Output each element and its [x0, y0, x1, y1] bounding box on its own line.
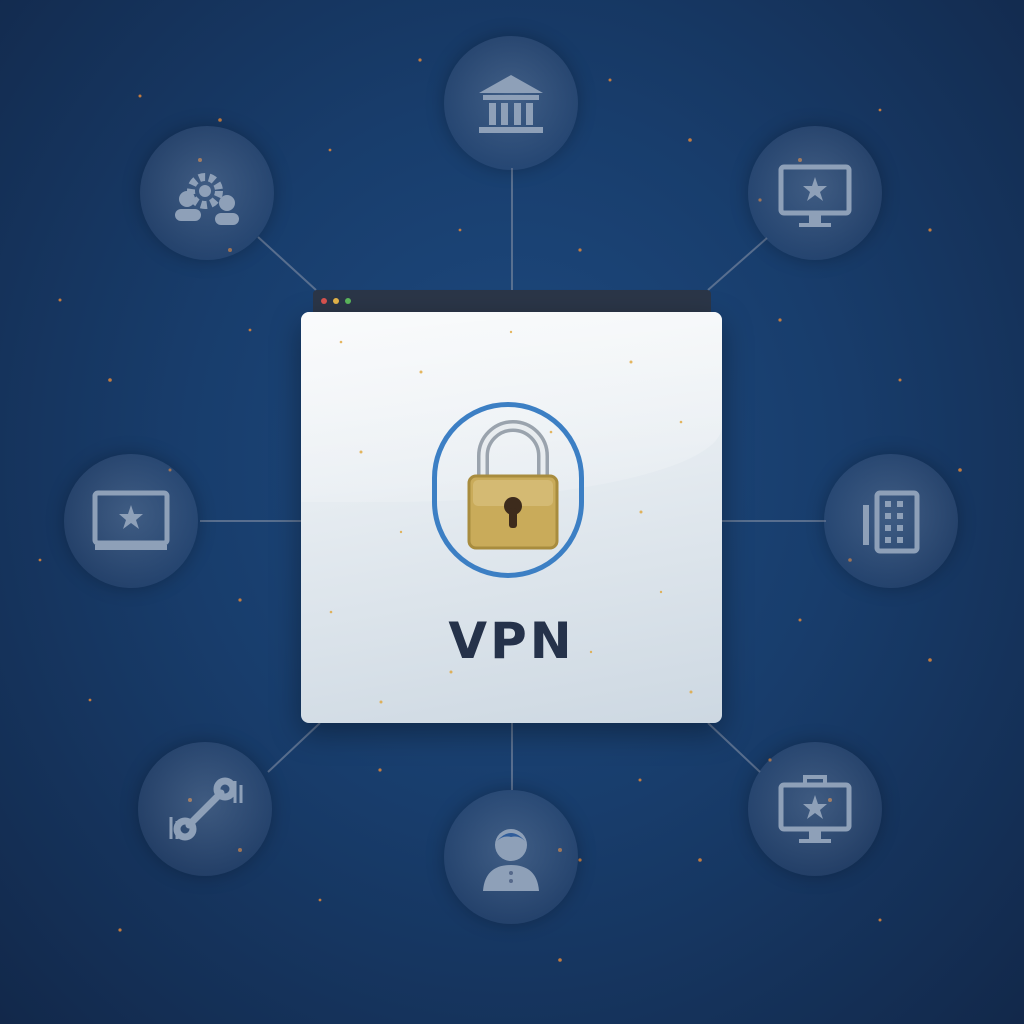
bank-node[interactable]: [444, 36, 578, 170]
padlock-icon: [467, 420, 559, 550]
bank-icon: [479, 75, 543, 133]
server-building-icon: [863, 490, 920, 554]
monitor-star-icon: [778, 164, 852, 227]
wrench-icon: [169, 777, 243, 841]
user-node[interactable]: [444, 790, 578, 924]
minimize-dot-icon[interactable]: [333, 298, 339, 304]
connector-line: [707, 237, 768, 291]
vpn-window: VPN: [301, 312, 722, 723]
monitor-top-right-node[interactable]: [748, 126, 882, 260]
connector-line: [707, 722, 761, 773]
monitor-left-node[interactable]: [64, 454, 198, 588]
monitor-star-icon: [92, 490, 170, 550]
window-titlebar: [313, 290, 711, 312]
user-icon: [483, 829, 539, 891]
vpn-logo-text: VPN: [448, 612, 575, 670]
wrench-node[interactable]: [138, 742, 272, 876]
connector-line: [257, 236, 317, 291]
connector-line: [267, 722, 321, 773]
settings-users-node[interactable]: [140, 126, 274, 260]
close-dot-icon[interactable]: [321, 298, 327, 304]
gear-users-icon: [175, 173, 239, 225]
server-node[interactable]: [824, 454, 958, 588]
monitor-bottom-right-node[interactable]: [748, 742, 882, 876]
monitor-star-icon: [778, 775, 852, 843]
lock-ring: [432, 402, 584, 578]
maximize-dot-icon[interactable]: [345, 298, 351, 304]
window-specks: [329, 330, 693, 704]
